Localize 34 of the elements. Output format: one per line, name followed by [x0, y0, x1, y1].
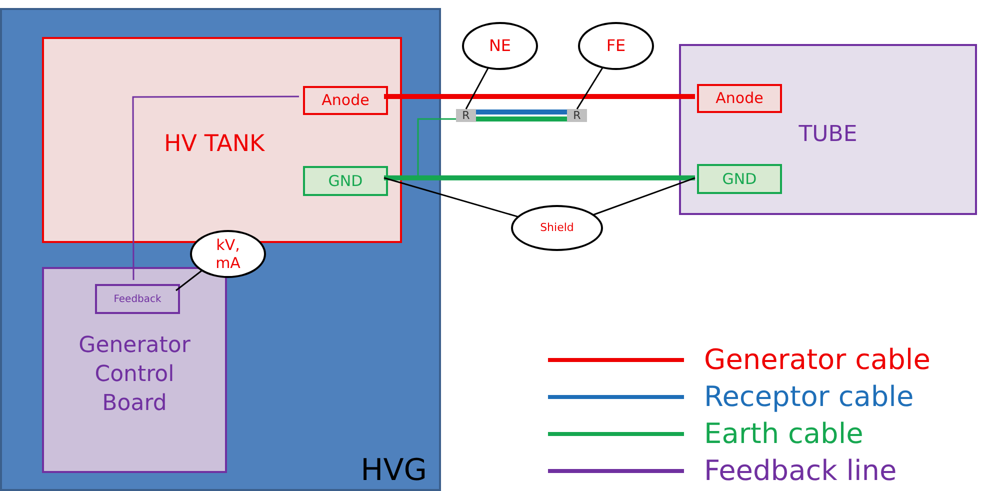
node-label: kV, mA — [214, 236, 242, 272]
node-label: GND — [722, 168, 757, 190]
cable-line — [476, 116, 567, 122]
legend-label: Feedback line — [704, 457, 897, 485]
cable-line — [476, 110, 567, 114]
cable-line — [384, 175, 695, 180]
node-label: FE — [606, 35, 626, 57]
feedback-box — [95, 284, 180, 314]
board-box — [42, 267, 227, 473]
terminal-box — [697, 84, 782, 113]
node-label: R — [573, 110, 581, 121]
legend-label: Earth cable — [704, 420, 864, 448]
node-label: R — [462, 110, 470, 121]
node-label: GND — [328, 170, 363, 192]
node-label: HV TANK — [164, 130, 265, 159]
legend-label: Receptor cable — [704, 383, 914, 411]
node-label: HVG — [360, 452, 427, 490]
node-label: Anode — [716, 88, 764, 110]
terminal-box — [303, 86, 388, 115]
legend-label: Generator cable — [704, 346, 930, 374]
resistor-box — [567, 109, 587, 122]
hvg-enclosure — [0, 8, 441, 491]
node-label: Feedback — [114, 292, 162, 306]
terminal-box — [697, 164, 782, 194]
tube-box — [679, 44, 977, 215]
node-label: NE — [488, 35, 512, 57]
terminal-box — [303, 166, 388, 196]
node-label: Anode — [322, 90, 370, 112]
node-label: TUBE — [798, 121, 858, 149]
resistor-box — [456, 109, 476, 122]
cable-line — [132, 96, 299, 280]
node-label: Shield — [540, 220, 574, 236]
node-label: Generator Control Board — [78, 332, 192, 418]
cable-line — [384, 94, 695, 99]
